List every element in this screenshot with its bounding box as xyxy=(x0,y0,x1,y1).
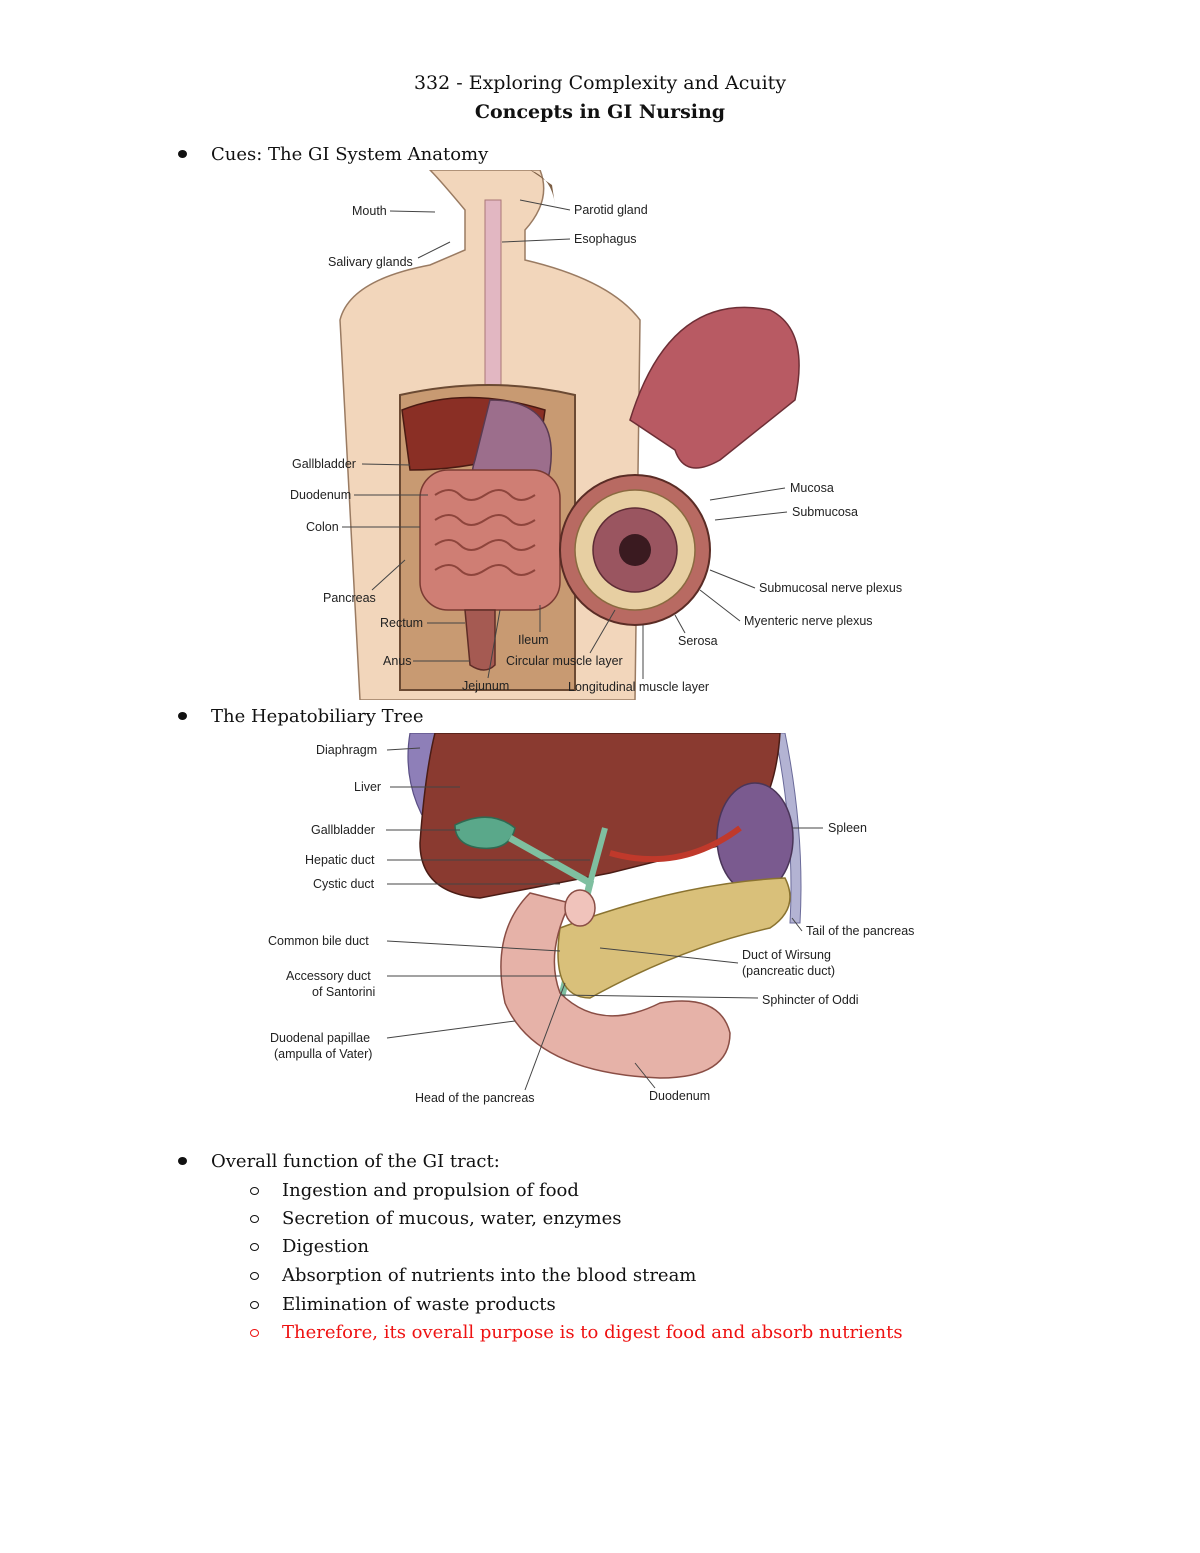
gallbladder-shape xyxy=(454,816,516,850)
figure-label: Diaphragm xyxy=(316,743,377,757)
circle-bullet-icon xyxy=(250,1272,259,1280)
gi-anatomy-figure: Mouth Salivary glands Gallbladder Duoden… xyxy=(290,170,902,700)
circle-bullet-icon xyxy=(250,1215,259,1223)
figure-label: Common bile duct xyxy=(268,934,369,948)
figure-label: Cystic duct xyxy=(313,877,375,891)
figure-label: Spleen xyxy=(828,821,867,835)
figure-label: Hepatic duct xyxy=(305,853,375,867)
figure-label: Sphincter of Oddi xyxy=(762,993,859,1007)
figure-label: Circular muscle layer xyxy=(506,654,623,668)
esophagus-shape xyxy=(484,199,502,401)
circle-bullet-icon xyxy=(250,1243,259,1251)
figure-label: Gallbladder xyxy=(311,823,375,837)
figure-label: Rectum xyxy=(380,616,423,630)
hepatobiliary-figure: Diaphragm Liver Gallbladder Hepatic duct… xyxy=(268,733,914,1105)
figure-label: Myenteric nerve plexus xyxy=(744,614,873,628)
figure-label: Liver xyxy=(354,780,381,794)
function-summary-text: Therefore, its overall purpose is to dig… xyxy=(282,1322,903,1343)
figure-label: Longitudinal muscle layer xyxy=(568,680,709,694)
bullet-dot-icon xyxy=(178,150,187,158)
function-item-text: Secretion of mucous, water, enzymes xyxy=(282,1208,622,1229)
figure-label: Duodenum xyxy=(290,488,351,502)
bullet-text: Overall function of the GI tract: xyxy=(211,1151,500,1172)
page-title: Concepts in GI Nursing xyxy=(474,101,726,123)
bullet-dot-icon xyxy=(178,1157,187,1165)
circle-bullet-icon xyxy=(250,1329,259,1337)
figure-label: Accessory duct xyxy=(286,969,371,983)
figure-label: Jejunum xyxy=(462,679,509,693)
intestine-loop-shape xyxy=(629,306,800,469)
figure-label: Ileum xyxy=(518,633,549,647)
function-item-text: Absorption of nutrients into the blood s… xyxy=(282,1265,697,1286)
figure-label: Head of the pancreas xyxy=(415,1091,535,1105)
figure-label: Submucosal nerve plexus xyxy=(759,581,902,595)
bullet-text: The Hepatobiliary Tree xyxy=(211,706,424,727)
figure-label: (pancreatic duct) xyxy=(742,964,835,978)
figure-label: Mouth xyxy=(352,204,387,218)
figure-label: (ampulla of Vater) xyxy=(274,1047,372,1061)
pancreas-shape xyxy=(557,877,791,999)
rectum-shape xyxy=(464,609,496,671)
course-title: 332 - Exploring Complexity and Acuity xyxy=(413,72,787,94)
figure-label: Anus xyxy=(383,654,412,668)
figure-label: Salivary glands xyxy=(328,255,413,269)
function-item-text: Digestion xyxy=(282,1236,370,1257)
figure-label: of Santorini xyxy=(312,985,375,999)
figure-label: Pancreas xyxy=(323,591,376,605)
figure-label: Mucosa xyxy=(790,481,834,495)
figure-label: Duodenum xyxy=(649,1089,710,1103)
duodenum-shape xyxy=(500,892,731,1079)
bullet-text: Cues: The GI System Anatomy xyxy=(211,144,489,165)
figure-label: Esophagus xyxy=(574,232,637,246)
circle-bullet-icon xyxy=(250,1301,259,1309)
figure-label: Gallbladder xyxy=(292,457,356,471)
figure-label: Duct of Wirsung xyxy=(742,948,831,962)
figure-label: Parotid gland xyxy=(574,203,648,217)
function-item-text: Ingestion and propulsion of food xyxy=(282,1180,579,1201)
figure-label: Submucosa xyxy=(792,505,858,519)
figure-label: Serosa xyxy=(678,634,718,648)
circle-bullet-icon xyxy=(250,1187,259,1195)
figure-label: Colon xyxy=(306,520,339,534)
bullet-dot-icon xyxy=(178,712,187,720)
function-item-text: Elimination of waste products xyxy=(282,1294,556,1315)
figure-label: Tail of the pancreas xyxy=(806,924,914,938)
figure-label: Duodenal papillae xyxy=(270,1031,370,1045)
